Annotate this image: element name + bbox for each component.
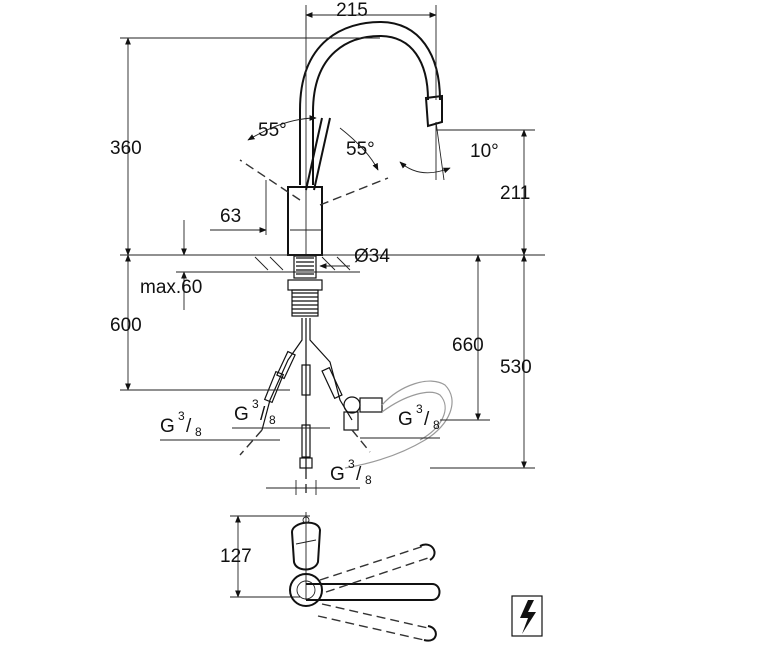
dim-spout-reach: 215 <box>336 0 368 21</box>
dim-lever-angle-left: 55° <box>258 120 287 141</box>
svg-text:3: 3 <box>348 457 355 471</box>
dim-max-deck: max.60 <box>140 277 202 298</box>
faucet-side-view <box>120 10 545 495</box>
svg-text:/: / <box>356 464 362 485</box>
svg-text:G: G <box>330 464 345 485</box>
dim-hole-diameter: Ø34 <box>354 246 390 267</box>
dim-lever-angle-right: 55° <box>346 139 375 160</box>
spout-inner <box>312 34 429 185</box>
lever <box>305 117 323 191</box>
thread-label-center-left: G 3 / 8 <box>234 397 276 427</box>
svg-text:8: 8 <box>195 425 202 439</box>
hose-hot <box>309 318 353 421</box>
svg-text:8: 8 <box>433 418 440 432</box>
svg-text:G: G <box>160 416 175 437</box>
dim-hose-drop: 660 <box>452 335 484 356</box>
mounting-thread <box>291 289 319 317</box>
spout-tip <box>424 94 443 128</box>
svg-text:/: / <box>260 404 266 425</box>
faucet-body <box>287 186 323 256</box>
dim-top-view-depth: 127 <box>220 546 252 567</box>
svg-text:3: 3 <box>252 397 259 411</box>
svg-text:8: 8 <box>365 473 372 487</box>
dim-under-counter: 530 <box>500 357 532 378</box>
top-lever <box>290 521 322 571</box>
dim-height-total: 360 <box>110 138 142 159</box>
svg-text:G: G <box>234 404 249 425</box>
faucet-top-view <box>230 512 441 642</box>
lightning-bolt-icon <box>511 595 543 637</box>
svg-text:/: / <box>424 409 430 430</box>
svg-text:/: / <box>186 416 192 437</box>
spout-outer <box>299 20 441 185</box>
top-body <box>289 573 323 607</box>
dim-hose-length: 600 <box>110 315 142 336</box>
top-spout <box>306 583 441 601</box>
dim-spout-height: 211 <box>500 183 530 204</box>
thread-label-left: G 3 / 8 <box>160 409 202 439</box>
svg-text:3: 3 <box>416 402 423 416</box>
svg-text:3: 3 <box>178 409 185 423</box>
svg-text:G: G <box>398 409 413 430</box>
thread-label-bottom: G 3 / 8 <box>330 457 372 487</box>
dim-lever-clearance: 63 <box>220 206 241 227</box>
flex-hose <box>344 380 453 469</box>
thread-label-right: G 3 / 8 <box>398 402 440 432</box>
dimension-lines <box>120 5 535 495</box>
shank-nut <box>293 255 317 279</box>
dim-spout-angle: 10° <box>470 141 499 162</box>
svg-text:8: 8 <box>269 413 276 427</box>
hose-cold <box>261 318 303 431</box>
